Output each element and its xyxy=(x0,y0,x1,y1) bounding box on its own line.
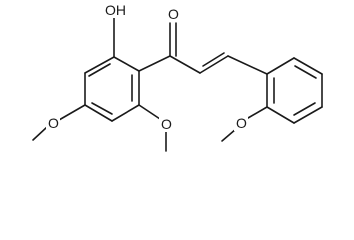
methoxy-left-bond xyxy=(58,104,86,121)
ring-bond-double xyxy=(294,65,317,79)
carbonyl-oxygen-mask xyxy=(166,6,180,22)
right-benzene-ring xyxy=(266,57,323,124)
methoxy-right-oxygen-mask xyxy=(234,115,248,131)
alkene-double-bond xyxy=(199,55,229,74)
atom-labels: OH O O O O xyxy=(46,2,248,132)
methoxy-right-methyl xyxy=(221,128,237,142)
hydroxyl-mask xyxy=(104,2,128,18)
carbonyl-oxygen-label: O xyxy=(168,6,179,22)
methoxy-right-bond xyxy=(247,106,268,119)
beta-to-ring xyxy=(227,55,268,75)
ring-bond-double xyxy=(293,102,316,116)
ring-bond xyxy=(293,57,323,75)
methoxy-left-oxygen-label: O xyxy=(48,115,59,131)
left-ring-substituents xyxy=(32,16,167,152)
ring-bond xyxy=(111,104,140,122)
ring-bond-double xyxy=(91,102,113,115)
methoxy-left-methyl xyxy=(32,126,48,141)
ring-bond xyxy=(293,106,323,124)
enone-chain xyxy=(138,22,268,75)
ring-bond xyxy=(113,56,140,72)
ring-bond-double xyxy=(88,63,111,77)
carbonyl-to-alpha xyxy=(169,55,201,74)
methoxy-bottom-oxygen-label: O xyxy=(161,116,172,132)
ring-bond xyxy=(266,106,295,124)
ring-to-carbonyl xyxy=(138,55,171,72)
methoxy-left-oxygen-mask xyxy=(46,115,60,131)
left-benzene-ring xyxy=(84,56,140,122)
methoxy-right-oxygen-label: O xyxy=(236,115,247,131)
chemical-structure: OH O O O O xyxy=(32,2,323,152)
ring-bond xyxy=(266,57,295,75)
methoxy-bottom-oxygen-mask xyxy=(159,116,173,132)
ring-bond xyxy=(84,104,113,122)
alkene-double-bond xyxy=(202,52,225,67)
ring-bond xyxy=(84,56,115,74)
right-ring-substituents xyxy=(221,106,268,142)
methoxy-bottom-bond xyxy=(138,104,161,120)
hydroxyl-label: OH xyxy=(105,2,126,18)
